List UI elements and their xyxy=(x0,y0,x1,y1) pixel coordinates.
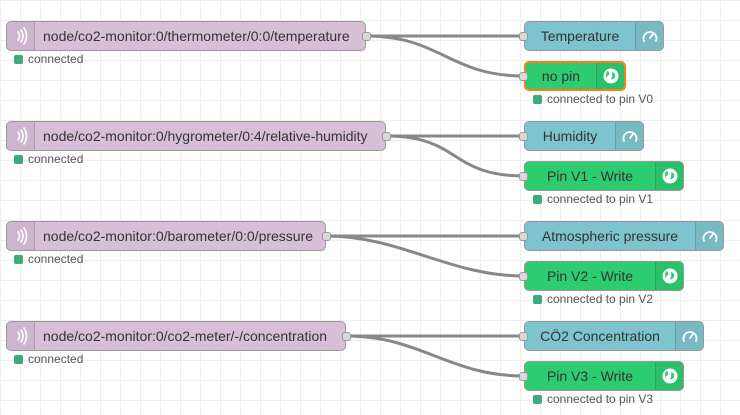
status-dot xyxy=(533,294,542,304)
output-port[interactable] xyxy=(382,132,391,141)
gauge-icon xyxy=(695,222,723,250)
globe-icon xyxy=(655,162,683,190)
blynk-node-pin-v3[interactable]: Pin V3 - Write xyxy=(519,361,684,391)
input-port[interactable] xyxy=(519,372,528,381)
gauge-node-pressure[interactable]: Atmospheric pressure xyxy=(519,221,724,251)
status-text: connected xyxy=(28,252,84,266)
status-dot xyxy=(533,394,542,404)
blynk-status: connected to pin V3 xyxy=(533,392,653,406)
mqtt-status: connected xyxy=(14,252,83,266)
radio-waves-icon xyxy=(7,222,35,250)
blynk-node-no-pin[interactable]: no pin xyxy=(519,61,626,91)
input-port[interactable] xyxy=(519,132,528,141)
status-text: connected to pin V3 xyxy=(547,392,654,406)
blynk-status: connected to pin V0 xyxy=(533,92,653,106)
mqtt-node-humidity[interactable]: node/co2-monitor:0/hygrometer/0:4/relati… xyxy=(6,121,391,151)
mqtt-status: connected xyxy=(14,352,83,366)
input-port[interactable] xyxy=(519,232,528,241)
globe-icon xyxy=(655,262,683,290)
blynk-node-label: Pin V1 - Write xyxy=(546,168,634,184)
gauge-node-label: Temperature xyxy=(540,28,620,44)
input-port[interactable] xyxy=(519,332,528,341)
status-text: connected to pin V2 xyxy=(547,292,654,306)
radio-waves-icon xyxy=(7,322,35,350)
gauge-icon xyxy=(675,322,703,350)
status-text: connected to pin V1 xyxy=(547,192,654,206)
input-port[interactable] xyxy=(519,172,528,181)
status-text: connected to pin V0 xyxy=(547,92,654,106)
status-text: connected xyxy=(28,352,84,366)
status-dot xyxy=(14,354,23,364)
blynk-node-label: Pin V3 - Write xyxy=(546,368,634,384)
status-dot xyxy=(14,254,23,264)
mqtt-node-concentration[interactable]: node/co2-monitor:0/co2-meter/-/concentra… xyxy=(6,321,351,351)
globe-icon xyxy=(655,362,683,390)
mqtt-node-pressure[interactable]: node/co2-monitor:0/barometer/0:0/pressur… xyxy=(6,221,331,251)
blynk-node-pin-v2[interactable]: Pin V2 - Write xyxy=(519,261,684,291)
wire[interactable] xyxy=(365,34,525,78)
gauge-node-concentration[interactable]: CÖ2 Concentration xyxy=(519,321,704,351)
gauge-node-label: Atmospheric pressure xyxy=(541,228,679,244)
blynk-node-label: no pin xyxy=(541,68,581,84)
mqtt-status: connected xyxy=(14,152,83,166)
blynk-node-pin-v1[interactable]: Pin V1 - Write xyxy=(519,161,684,191)
radio-waves-icon xyxy=(7,122,35,150)
gauge-icon xyxy=(635,22,663,50)
input-port[interactable] xyxy=(519,72,528,81)
mqtt-node-label: node/co2-monitor:0/hygrometer/0:4/relati… xyxy=(43,128,368,144)
gauge-node-humidity[interactable]: Humidity xyxy=(519,121,644,151)
status-text: connected xyxy=(28,152,84,166)
output-port[interactable] xyxy=(322,232,331,241)
blynk-status: connected to pin V2 xyxy=(533,292,653,306)
gauge-node-temperature[interactable]: Temperature xyxy=(519,21,664,51)
mqtt-node-temperature[interactable]: node/co2-monitor:0/thermometer/0:0/tempe… xyxy=(6,21,371,51)
status-dot xyxy=(533,194,542,204)
status-dot xyxy=(14,154,23,164)
mqtt-node-label: node/co2-monitor:0/co2-meter/-/concentra… xyxy=(43,328,328,344)
gauge-node-label: CÖ2 Concentration xyxy=(540,328,660,344)
output-port[interactable] xyxy=(342,332,351,341)
input-port[interactable] xyxy=(519,272,528,281)
mqtt-node-label: node/co2-monitor:0/barometer/0:0/pressur… xyxy=(43,228,314,244)
mqtt-node-label: node/co2-monitor:0/thermometer/0:0/tempe… xyxy=(43,28,350,44)
gauge-node-label: Humidity xyxy=(542,128,598,144)
status-dot xyxy=(14,54,23,64)
gauge-icon xyxy=(615,122,643,150)
mqtt-status: connected xyxy=(14,52,83,66)
wire[interactable] xyxy=(385,134,525,178)
output-port[interactable] xyxy=(362,32,371,41)
blynk-node-label: Pin V2 - Write xyxy=(546,268,634,284)
status-text: connected xyxy=(28,52,84,66)
wire[interactable] xyxy=(345,334,525,378)
input-port[interactable] xyxy=(519,32,528,41)
blynk-status: connected to pin V1 xyxy=(533,192,653,206)
status-dot xyxy=(533,94,542,104)
radio-waves-icon xyxy=(7,22,35,50)
wire[interactable] xyxy=(325,234,525,278)
globe-icon xyxy=(596,63,624,89)
